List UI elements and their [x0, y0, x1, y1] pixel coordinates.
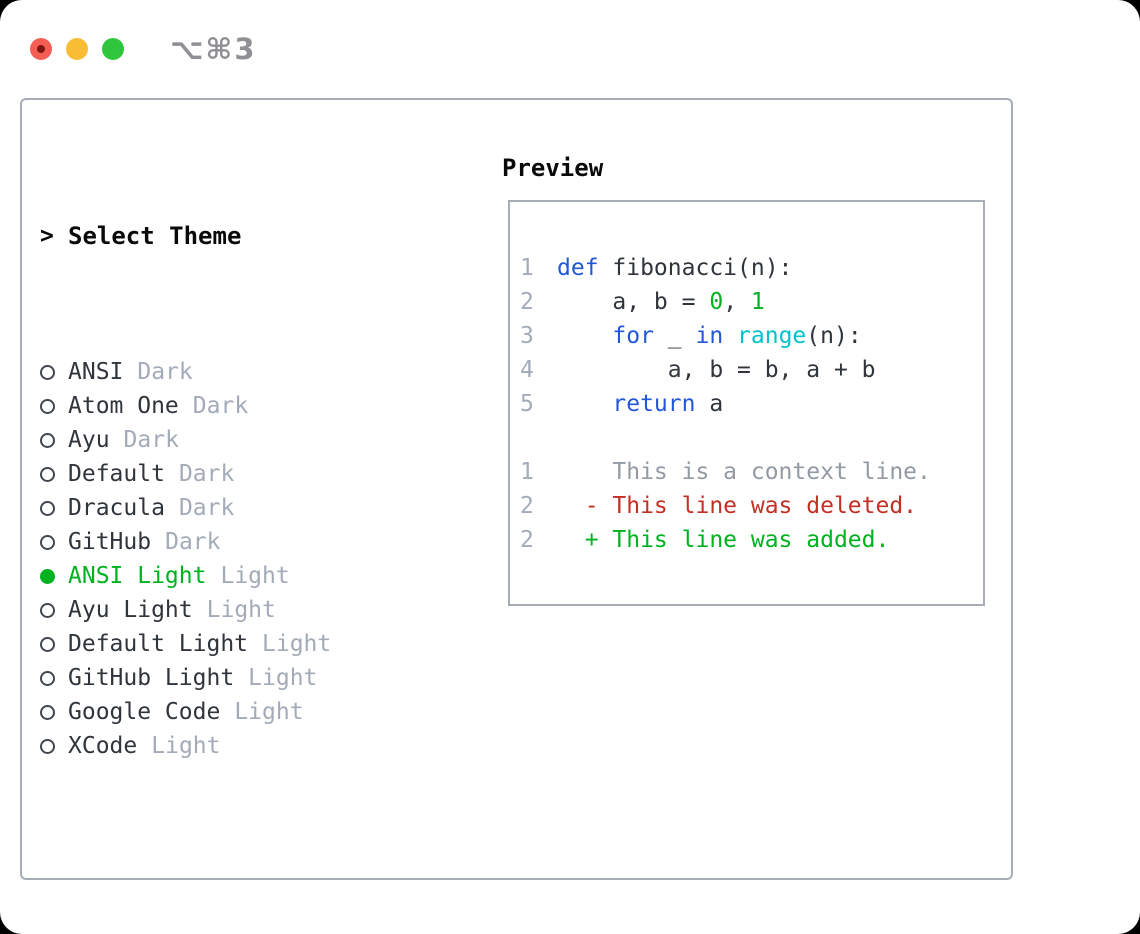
preview-title: Preview: [502, 154, 604, 182]
theme-picker-title: Select Theme: [68, 222, 242, 250]
theme-name: Dracula: [68, 495, 165, 521]
theme-option[interactable]: Ayu Dark: [40, 423, 480, 457]
theme-name: ANSI Light: [68, 563, 207, 589]
code-line: 1 This is a context line.: [520, 455, 983, 489]
line-content: for _ in range(n):: [612, 323, 862, 349]
code-line: 5 return a: [520, 387, 983, 421]
minimize-button[interactable]: [66, 38, 88, 60]
radio-icon: [40, 398, 55, 414]
theme-name: XCode: [68, 733, 138, 759]
line-number: 2: [520, 289, 534, 315]
theme-option[interactable]: Default Light Light: [40, 627, 480, 661]
theme-variant-badge: Light: [248, 665, 318, 691]
theme-option[interactable]: ANSI Light Light: [40, 559, 480, 593]
theme-name: GitHub: [68, 529, 152, 555]
zoom-button[interactable]: [102, 38, 124, 60]
radio-icon: [40, 432, 55, 448]
line-number: 1: [520, 459, 534, 485]
theme-name: Google Code: [68, 699, 221, 725]
theme-variant-badge: Dark: [178, 461, 235, 487]
theme-name: Default: [68, 461, 165, 487]
code-line: 1 def fibonacci(n):: [520, 251, 983, 285]
code-line: 2 - This line was deleted.: [520, 489, 983, 523]
line-content: a, b = 0, 1: [557, 289, 765, 315]
line-content: a, b = b, a + b: [557, 357, 876, 383]
theme-variant-badge: Light: [151, 733, 221, 759]
theme-variant-badge: Dark: [165, 529, 221, 555]
close-button[interactable]: [30, 38, 52, 60]
line-number: 5: [520, 391, 534, 417]
line-content: This is a context line.: [557, 459, 931, 485]
theme-option[interactable]: GitHub Dark: [40, 525, 480, 559]
theme-name: ANSI: [68, 359, 124, 385]
code-line: 3 for _ in range(n):: [520, 319, 983, 353]
code-line: 4 a, b = b, a + b: [520, 353, 983, 387]
keyboard-shortcut-label: ⌥⌘3: [170, 32, 257, 66]
theme-picker-header: > Select Theme: [40, 219, 480, 253]
theme-variant-badge: Light: [234, 699, 304, 725]
theme-name: Ayu Light: [68, 597, 193, 623]
line-content: def fibonacci(n):: [557, 255, 793, 281]
theme-option[interactable]: Google Code Light: [40, 695, 480, 729]
theme-variant-badge: Dark: [192, 393, 249, 419]
theme-option[interactable]: ANSI Dark: [40, 355, 480, 389]
theme-variant-badge: Dark: [178, 495, 235, 521]
theme-option[interactable]: Dracula Dark: [40, 491, 480, 525]
theme-name: Ayu: [68, 427, 110, 453]
radio-icon: [40, 738, 55, 754]
theme-option[interactable]: XCode Light: [40, 729, 480, 763]
title-bar: ⌥⌘3: [0, 0, 1140, 98]
theme-option[interactable]: Atom One Dark: [40, 389, 480, 423]
radio-icon: [40, 636, 55, 652]
line-number: 4: [520, 357, 534, 383]
line-content: + This line was added.: [557, 527, 890, 553]
traffic-lights: [30, 38, 124, 60]
theme-variant-badge: Dark: [123, 427, 179, 453]
radio-icon: [40, 670, 55, 686]
theme-option[interactable]: Ayu Light Light: [40, 593, 480, 627]
theme-name: Default Light: [68, 631, 249, 657]
theme-variant-badge: Light: [206, 597, 276, 623]
radio-selected-icon: [40, 568, 55, 584]
radio-icon: [40, 602, 55, 618]
line-content: - This line was deleted.: [557, 493, 918, 519]
theme-name: Atom One: [68, 393, 179, 419]
code-line: 2 a, b = 0, 1: [520, 285, 983, 319]
radio-icon: [40, 534, 55, 550]
line-number: 2: [520, 527, 534, 553]
line-number: 1: [520, 255, 534, 281]
theme-option[interactable]: Default Dark: [40, 457, 480, 491]
line-number: [520, 421, 557, 455]
unsaved-changes-dot-icon: [37, 45, 45, 53]
line-number: 2: [520, 493, 534, 519]
theme-name: GitHub Light: [68, 665, 235, 691]
theme-variant-badge: Dark: [137, 359, 193, 385]
radio-icon: [40, 364, 55, 380]
line-content: return a: [612, 391, 724, 417]
radio-icon: [40, 466, 55, 482]
code-line: 2 + This line was added.: [520, 523, 983, 557]
line-number: 3: [520, 323, 534, 349]
radio-icon: [40, 500, 55, 516]
spacer: [40, 865, 480, 899]
code-blank-line: [520, 421, 983, 455]
theme-variant-badge: Light: [220, 563, 290, 589]
radio-icon: [40, 704, 55, 720]
theme-option[interactable]: GitHub Light Light: [40, 661, 480, 695]
theme-variant-badge: Light: [262, 631, 332, 657]
prompt-icon: >: [40, 223, 54, 249]
